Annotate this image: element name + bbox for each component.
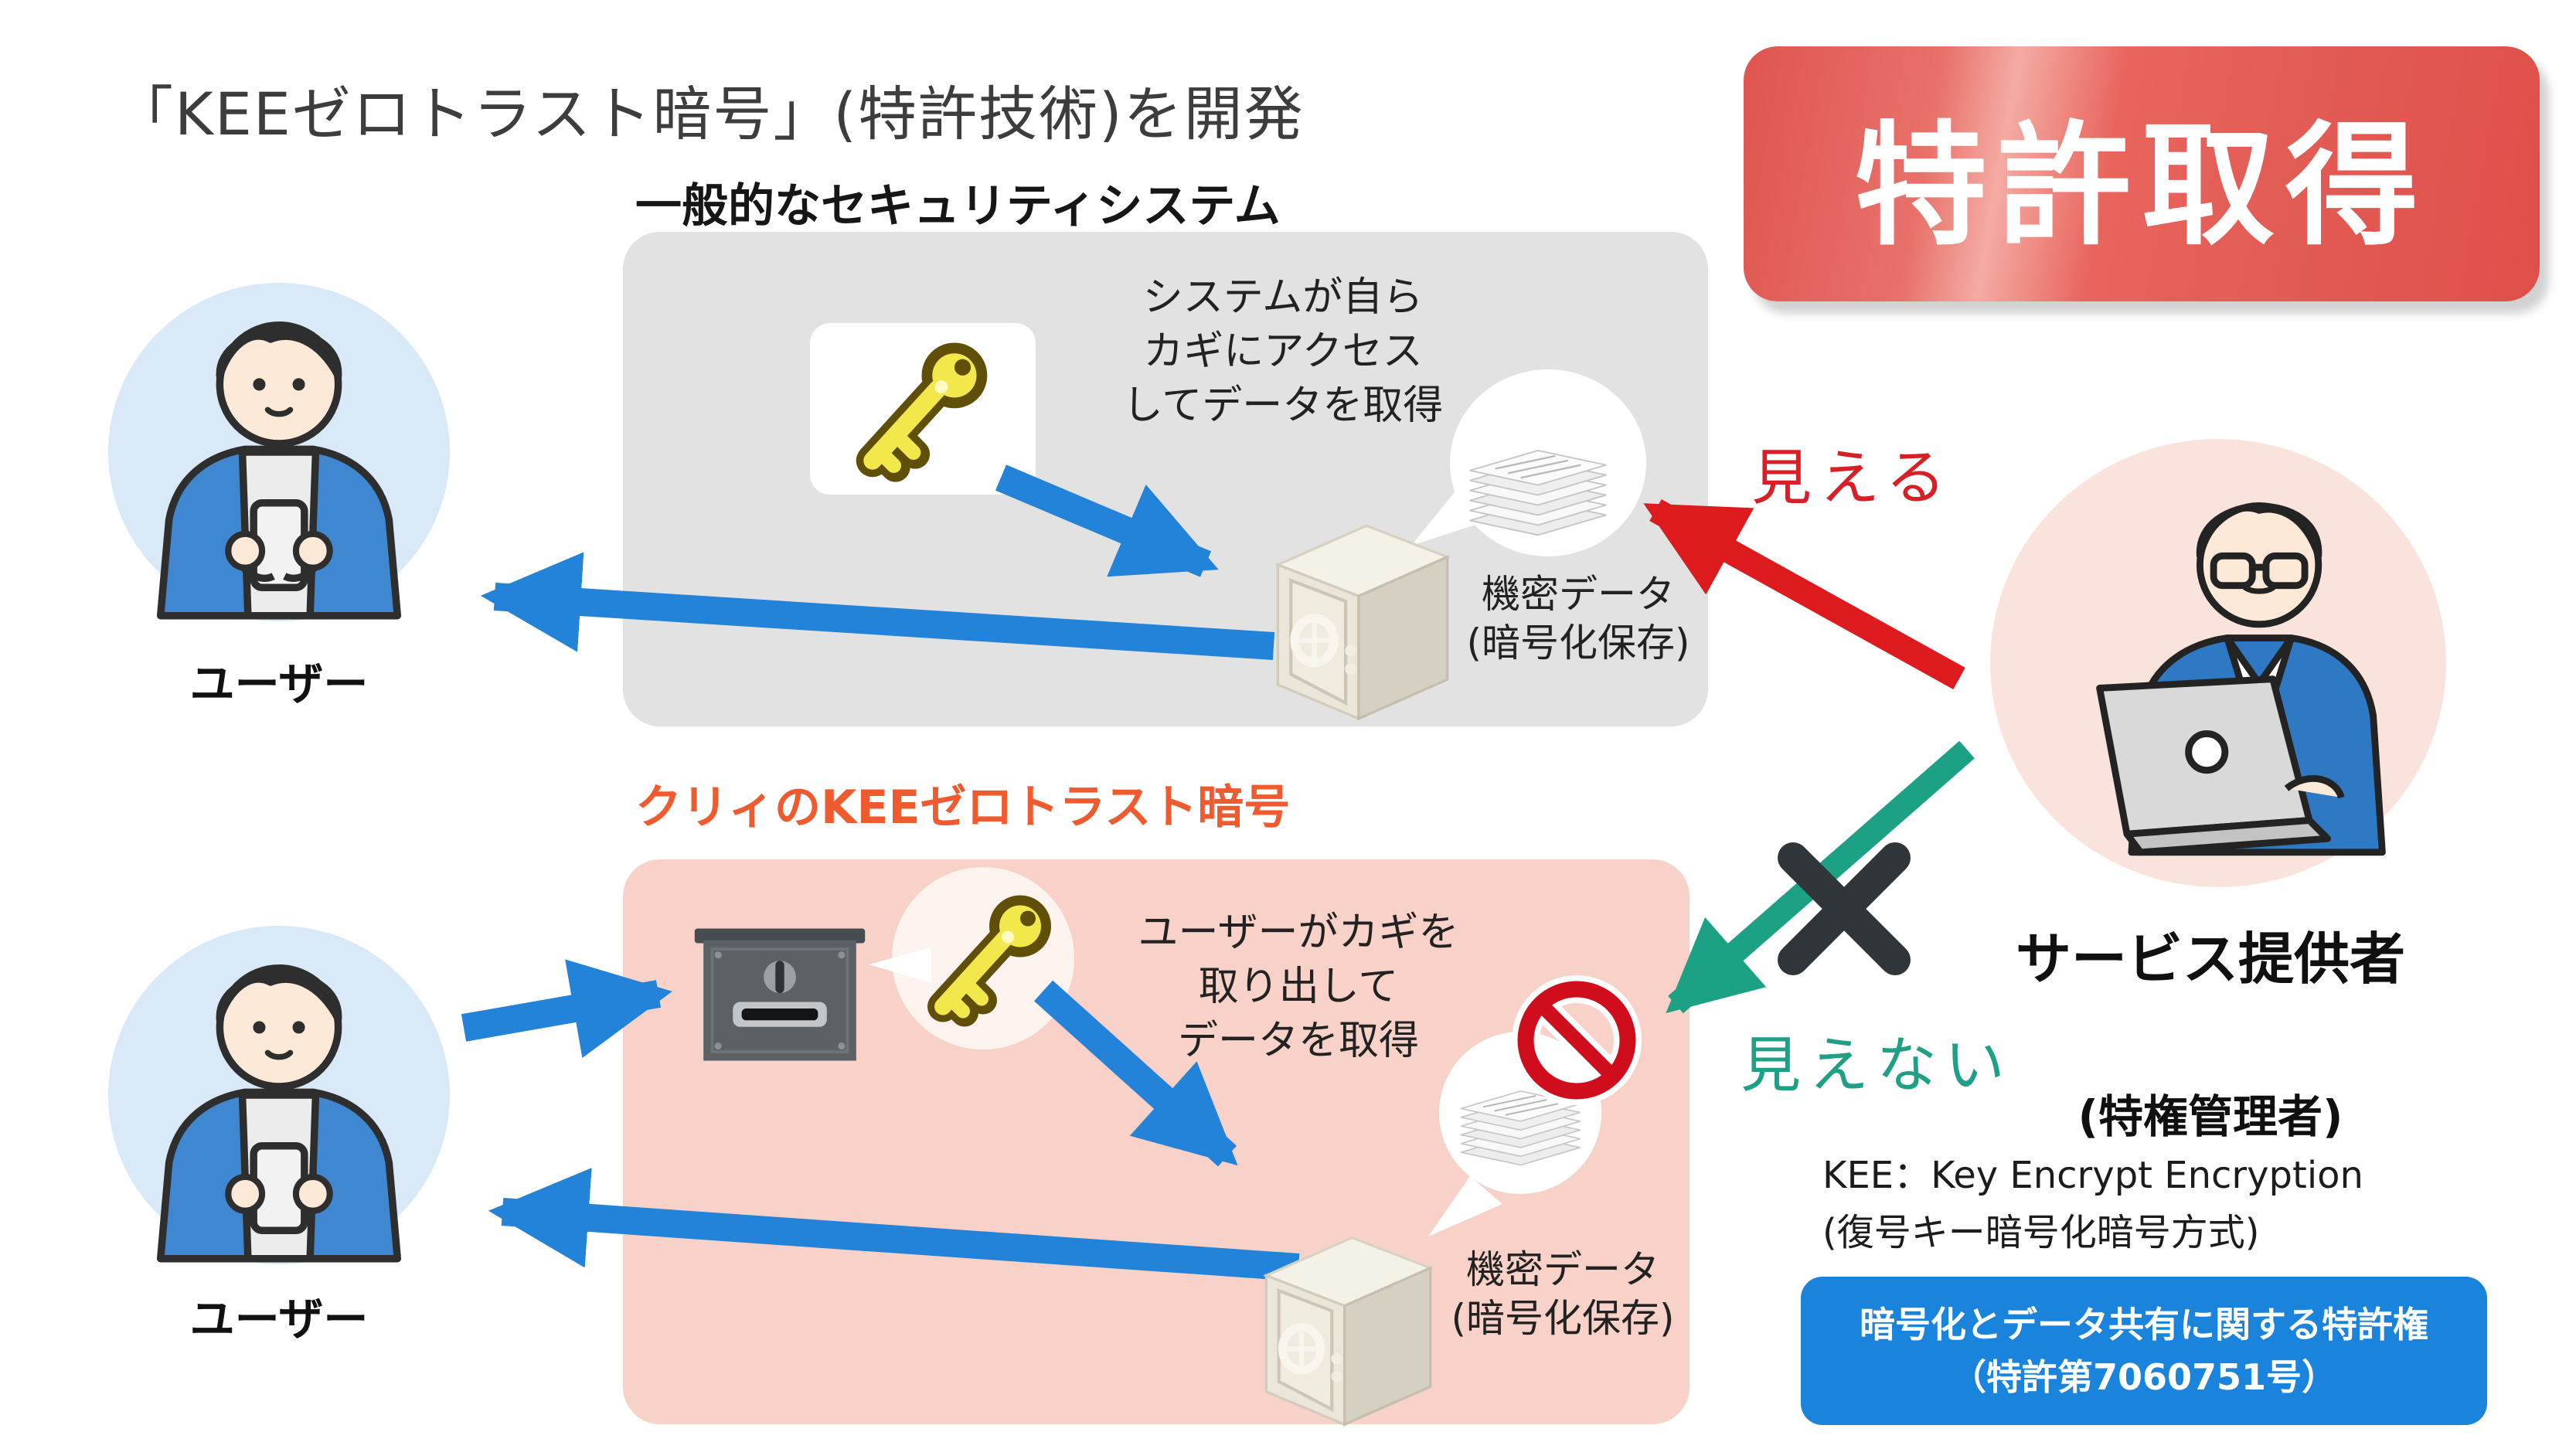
arrow-user-to-keybox bbox=[461, 959, 672, 1059]
callout-tail-key bbox=[869, 947, 931, 983]
page-title: 「KEEゼロトラスト暗号」(特許技術)を開発 bbox=[114, 80, 1305, 148]
user-avatar bbox=[108, 926, 450, 1264]
patent-acquired-badge: 特許取得 bbox=[1744, 46, 2540, 301]
person-phone-icon bbox=[156, 964, 402, 1263]
key-icon bbox=[927, 895, 1051, 1027]
kee-system-description: ユーザーがカギを 取り出して データを取得 bbox=[1138, 910, 1459, 1064]
safe-icon bbox=[1274, 524, 1451, 721]
arrow-key-to-safe-top bbox=[995, 464, 1219, 577]
arrow-safe-to-user-bottom bbox=[488, 1168, 1300, 1281]
generic-system-header: 一般的なセキュリティシステム bbox=[635, 179, 1281, 233]
provider-avatar bbox=[1990, 439, 2446, 887]
generic-system-description: システムが自ら カギにアクセス してデータを取得 bbox=[1122, 274, 1444, 429]
arrow-key-to-safe-bottom bbox=[1033, 980, 1238, 1167]
kee-definition: KEE：Key Encrypt Encryption (復号キー暗号化暗号方式) bbox=[1822, 1154, 2363, 1254]
user-avatar bbox=[108, 283, 450, 621]
kee-system-header: クリィのKEEゼロトラスト暗号 bbox=[635, 781, 1291, 835]
confidential-data-label-top: 機密データ (暗号化保存) bbox=[1466, 572, 1690, 665]
arrow-provider-blocked bbox=[1666, 740, 1975, 1014]
patent-acquired-label: 特許取得 bbox=[1854, 108, 2429, 264]
documents-icon bbox=[1469, 449, 1607, 536]
patent-number-badge: 暗号化とデータ共有に関する特許権 （特許第7060751号） bbox=[1801, 1277, 2487, 1425]
safe-icon bbox=[1263, 1236, 1434, 1427]
user-label-bottom: ユーザー bbox=[189, 1293, 369, 1345]
person-phone-icon bbox=[156, 321, 402, 620]
user-label-top: ユーザー bbox=[189, 658, 369, 710]
invisible-label: 見えない bbox=[1741, 1031, 2013, 1100]
key-lockbox-icon bbox=[694, 928, 866, 1061]
provider-name: サービス提供者 bbox=[2015, 927, 2405, 992]
key-icon bbox=[856, 342, 988, 482]
documents-icon bbox=[1461, 1090, 1581, 1166]
confidential-data-label-bottom: 機密データ (暗号化保存) bbox=[1451, 1247, 1675, 1341]
callout-tail-bottom bbox=[1428, 1176, 1502, 1236]
provider-role: (特権管理者) bbox=[2077, 1090, 2343, 1143]
person-laptop-icon bbox=[2096, 502, 2386, 856]
arrow-safe-to-user-top bbox=[480, 552, 1275, 660]
visible-label: 見える bbox=[1751, 444, 1954, 513]
arrow-provider-sees bbox=[1643, 499, 1965, 689]
